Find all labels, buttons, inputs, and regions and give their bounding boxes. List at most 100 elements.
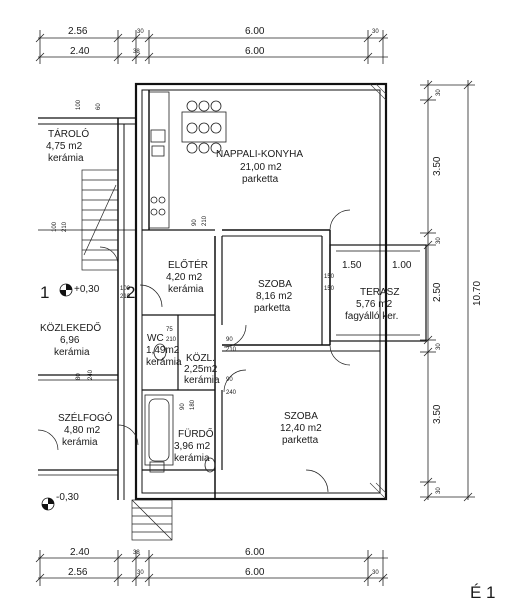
svg-text:KÖZLEKEDŐ: KÖZLEKEDŐ [40,320,101,334]
svg-text:5,76 m2: 5,76 m2 [356,299,393,310]
dim-top-6: 38 [133,49,140,55]
svg-text:fagyálló ker.: fagyálló ker. [345,311,398,322]
svg-text:4,80 m2: 4,80 m2 [64,425,101,436]
right-dimensions [420,80,475,502]
door-label: 100 [76,99,82,110]
room-szoba-1: SZOBA 8,16 m2 parketta [254,279,293,314]
dim-right-3: 30 [436,237,442,244]
dim-bottom-4: 2.56 [68,567,88,578]
svg-text:parketta: parketta [242,174,279,185]
svg-text:1,49m2: 1,49m2 [146,345,180,356]
svg-text:21,00 m2: 21,00 m2 [240,162,282,173]
svg-text:SZÉLFOGÓ: SZÉLFOGÓ [58,411,113,424]
svg-text:4,75 m2: 4,75 m2 [46,141,83,152]
bottom-dimensions [35,550,388,586]
svg-text:kerámia: kerámia [174,453,210,464]
svg-text:kerámia: kerámia [184,375,220,386]
section-mark-2: 2 [126,283,135,302]
svg-text:8,16 m2: 8,16 m2 [256,291,293,302]
svg-text:parketta: parketta [282,435,319,446]
terrace-dim-1: 1.50 [342,260,362,271]
room-wc: WC 1,49m2 kerámia [146,333,182,368]
door-label: 150 [324,274,335,280]
door-label: 100 [52,221,58,232]
doors [37,209,351,493]
svg-text:kerámia: kerámia [62,437,98,448]
door-label: 210 [226,347,237,353]
svg-text:+0,30: +0,30 [74,284,100,295]
svg-text:12,40 m2: 12,40 m2 [280,423,322,434]
door-label: 90 [180,403,186,410]
stairs [81,169,119,271]
door-label: 90 [192,219,198,226]
svg-text:SZOBA: SZOBA [284,411,318,422]
corner-hatch [369,83,387,500]
walls [38,82,427,501]
entrance-steps [131,499,173,541]
svg-text:kerámia: kerámia [54,347,90,358]
svg-text:6,96: 6,96 [60,335,80,346]
dim-right-1: 30 [436,89,442,96]
svg-text:FÜRDŐ: FÜRDŐ [178,426,214,440]
room-nappali-konyha: NAPPALI-KONYHA 21,00 m2 parketta [216,149,303,185]
door-label: 240 [226,390,237,396]
door-label: 210 [120,294,131,300]
door-label: 210 [62,221,68,232]
door-label: 240 [88,369,94,380]
room-szoba-2: SZOBA 12,40 m2 parketta [280,411,322,446]
door-label: 210 [166,337,177,343]
door-label: 75 [166,327,173,333]
dim-top-1: 2.56 [68,26,88,37]
svg-text:parketta: parketta [254,303,291,314]
door-label: 60 [96,103,102,110]
dim-top-5: 2.40 [70,46,90,57]
dim-right-7: 30 [436,487,442,494]
room-szelfogo: SZÉLFOGÓ 4,80 m2 kerámia [58,411,113,448]
room-tarolo: TÁROLÓ 4,75 m2 kerámia [46,127,89,164]
dim-right-2: 3.50 [432,156,443,176]
svg-text:2,25m2: 2,25m2 [184,364,218,375]
svg-text:-0,30: -0,30 [56,492,79,503]
svg-text:kerámia: kerámia [146,357,182,368]
room-eloter: ELŐTÉR 4,20 m2 kerámia [166,257,208,295]
svg-text:KÖZL.: KÖZL. [186,352,215,364]
room-kozlekedo: KÖZLEKEDŐ 6,96 kerámia [40,320,101,358]
svg-text:kerámia: kerámia [48,153,84,164]
door-label: 180 [190,399,196,410]
door-label: 80 [76,373,82,380]
svg-text:TERASZ: TERASZ [360,287,399,298]
svg-text:4,20 m2: 4,20 m2 [166,272,203,283]
dim-right-5: 30 [436,343,442,350]
dim-bottom-5: 30 [137,570,144,576]
corner-mark: É 1 [470,583,496,600]
svg-text:WC: WC [147,333,164,344]
svg-text:kerámia: kerámia [168,284,204,295]
dim-top-7: 6.00 [245,46,265,57]
dim-bottom-1: 2.40 [70,547,90,558]
top-dimensions [35,30,388,64]
room-terasz: TERASZ 5,76 m2 fagyálló ker. [345,287,399,322]
dim-top-4: 30 [372,29,379,35]
dim-top-3: 6.00 [245,26,265,37]
dim-bottom-2: 38 [133,550,140,556]
level-marker-minus: -0,30 [41,492,79,511]
dim-top-2: 30 [137,29,144,35]
door-label: 90 [226,377,233,383]
kitchen-counter [148,91,170,229]
section-mark-1: 1 [40,283,49,302]
dim-bottom-7: 30 [372,570,379,576]
door-label: 100 [120,286,131,292]
dim-right-total: 10.70 [472,281,483,306]
dim-right-6: 3.50 [432,404,443,424]
door-label: 90 [226,337,233,343]
svg-text:ELŐTÉR: ELŐTÉR [168,257,208,271]
dim-right-4: 2.50 [432,282,443,302]
svg-text:SZOBA: SZOBA [258,279,292,290]
svg-text:3,96 m2: 3,96 m2 [174,441,211,452]
dim-bottom-6: 6.00 [245,567,265,578]
svg-text:NAPPALI-KONYHA: NAPPALI-KONYHA [216,149,303,160]
level-marker-plus: +0,30 [59,283,100,297]
bath-fixtures [144,343,216,473]
door-label: 210 [202,215,208,226]
room-furdo: FÜRDŐ 3,96 m2 kerámia [174,426,214,464]
